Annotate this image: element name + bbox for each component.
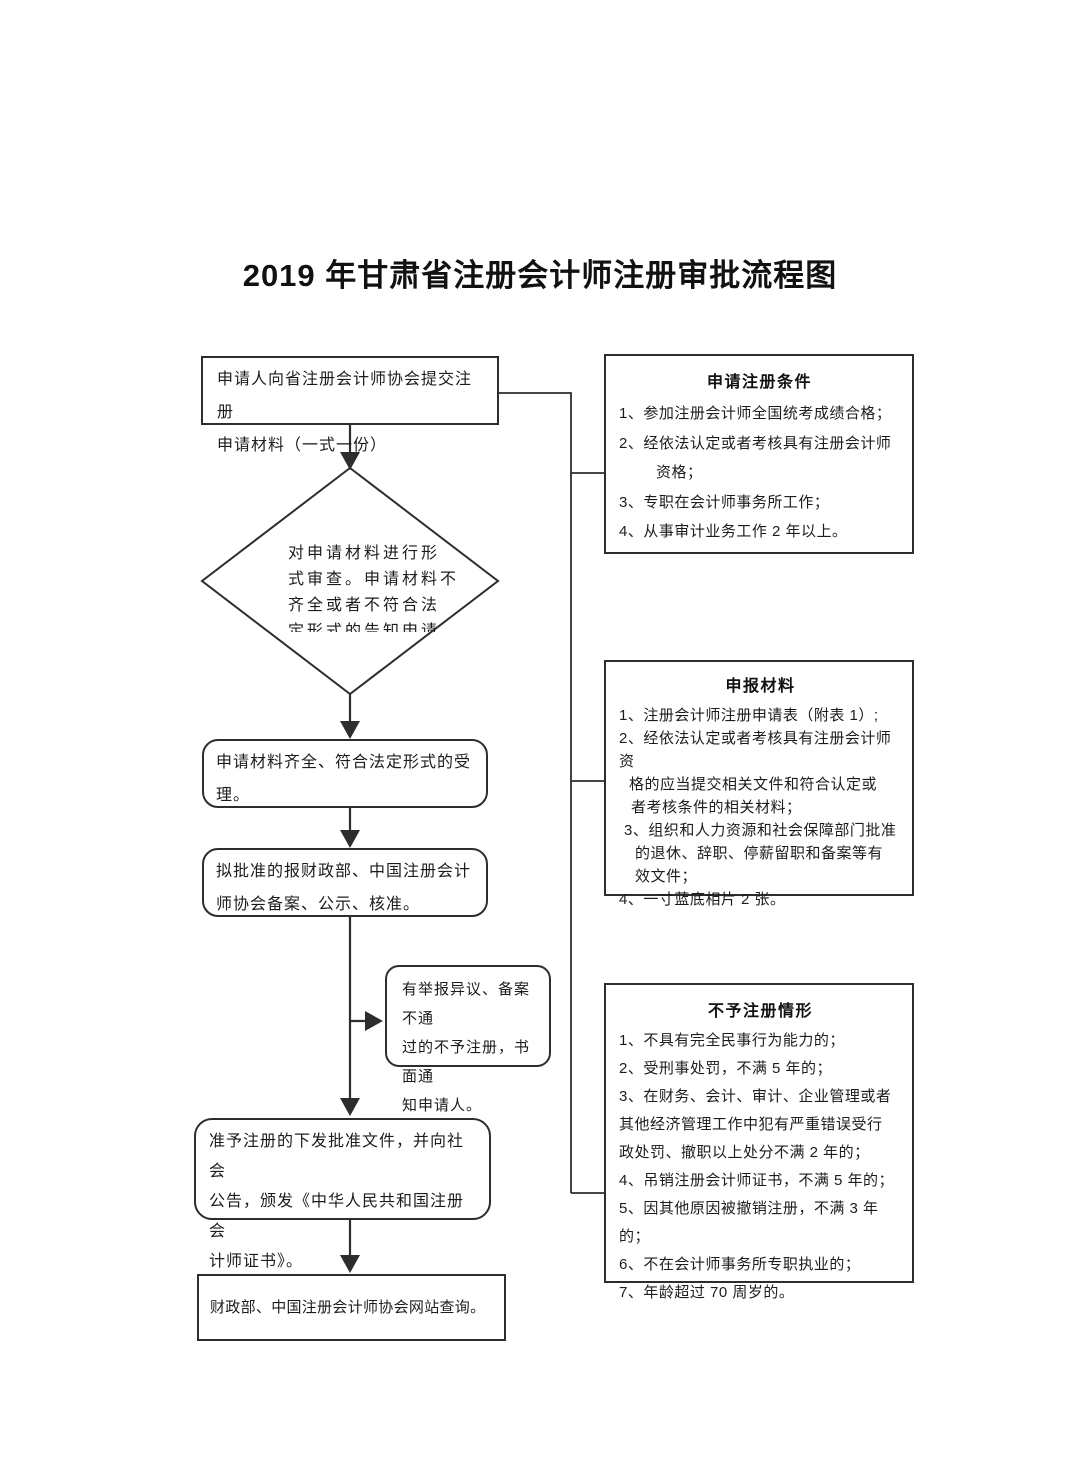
arrow-filing-to-certificate <box>340 917 360 1116</box>
panel-line: 者考核条件的相关材料； <box>631 799 802 816</box>
review-diamond-text: 对申请材料进行形 式审查。申请材料不 齐全或者不符合法 定形式的告知申请 <box>288 545 460 632</box>
panel-refusal-situations: 不予注册情形 1、不具有完全民事行为能力的； 2、受刑事处罚，不满 5 年的； … <box>604 983 914 1301</box>
panel-line: 政处罚、撤职以上处分不满 2 年的； <box>619 1144 870 1161</box>
arrow-branch-to-reject-note <box>350 1011 383 1031</box>
panel-line: 2、经依法认定或者考核具有注册会计师 <box>619 434 892 452</box>
arrow-start-to-review <box>340 425 360 470</box>
arrow-certificate-to-query <box>340 1220 360 1273</box>
right-panel-connector <box>499 392 604 1194</box>
panel-line: 2、经依法认定或者考核具有注册会计师资 <box>619 730 892 770</box>
panel-line: 格的应当提交相关文件和符合认定或 <box>629 776 878 793</box>
panel-line: 4、一寸蓝底相片 2 张。 <box>619 891 786 908</box>
rejection-notice-box: 有举报异议、备案不通 过的不予注册，书面通 知申请人。 <box>385 965 551 1114</box>
panel-line: 资格； <box>656 464 703 481</box>
panel-line: 3、组织和人力资源和社会保障部门批准 <box>624 822 897 839</box>
panel-line: 5、因其他原因被撤销注册，不满 3 年的； <box>619 1200 879 1245</box>
filing-publicity-box: 拟批准的报财政部、中国注册会计 师协会备案、公示、核准。 <box>202 848 488 917</box>
panel-line: 其他经济管理工作中犯有严重错误受行 <box>619 1116 883 1133</box>
panel-line: 效文件； <box>635 868 698 885</box>
panel-line: 7、年龄超过 70 周岁的。 <box>619 1284 795 1301</box>
panel-line: 6、不在会计师事务所专职执业的； <box>619 1256 861 1273</box>
panel-line: 4、吊销注册会计师证书，不满 5 年的； <box>619 1172 895 1189</box>
panel-line: 4、从事审计业务工作 2 年以上。 <box>619 523 848 540</box>
panel-application-materials: 申报材料 1、注册会计师注册申请表（附表 1）; 2、经依法认定或者考核具有注册… <box>604 660 914 908</box>
panel-line: 2、受刑事处罚，不满 5 年的； <box>619 1060 833 1077</box>
panel-line: 3、专职在会计师事务所工作； <box>619 493 830 511</box>
submit-materials-box: 申请人向省注册会计师协会提交注册 申请材料（一式一份） <box>201 356 499 454</box>
panel-title: 申报材料 <box>725 678 796 695</box>
panel-line: 3、在财务、会计、审计、企业管理或者 <box>619 1088 892 1105</box>
certificate-issuance-box: 准予注册的下发批准文件，并向社会 公告，颁发《中华人民共和国注册会 计师证书》。 <box>194 1118 491 1270</box>
panel-title: 不予注册情形 <box>707 1003 813 1020</box>
acceptance-box: 申请材料齐全、符合法定形式的受 理。 <box>202 739 488 808</box>
arrow-accept-to-filing <box>340 808 360 848</box>
panel-line: 的退休、辞职、停薪留职和备案等有 <box>635 845 884 862</box>
website-query-box: 财政部、中国注册会计师协会网站查询。 <box>197 1274 506 1341</box>
panel-line: 1、注册会计师注册申请表（附表 1）; <box>619 707 879 724</box>
panel-line: 1、参加注册会计师全国统考成绩合格； <box>619 405 892 422</box>
flow-arrows <box>340 425 383 1273</box>
panel-title: 申请注册条件 <box>706 374 812 391</box>
panel-registration-conditions: 申请注册条件 1、参加注册会计师全国统考成绩合格； 2、经依法认定或者考核具有注… <box>604 354 914 554</box>
page-title: 2019 年甘肃省注册会计师注册审批流程图 <box>242 258 838 293</box>
arrow-review-to-accept <box>340 694 360 739</box>
panel-line: 1、不具有完全民事行为能力的； <box>619 1032 845 1049</box>
